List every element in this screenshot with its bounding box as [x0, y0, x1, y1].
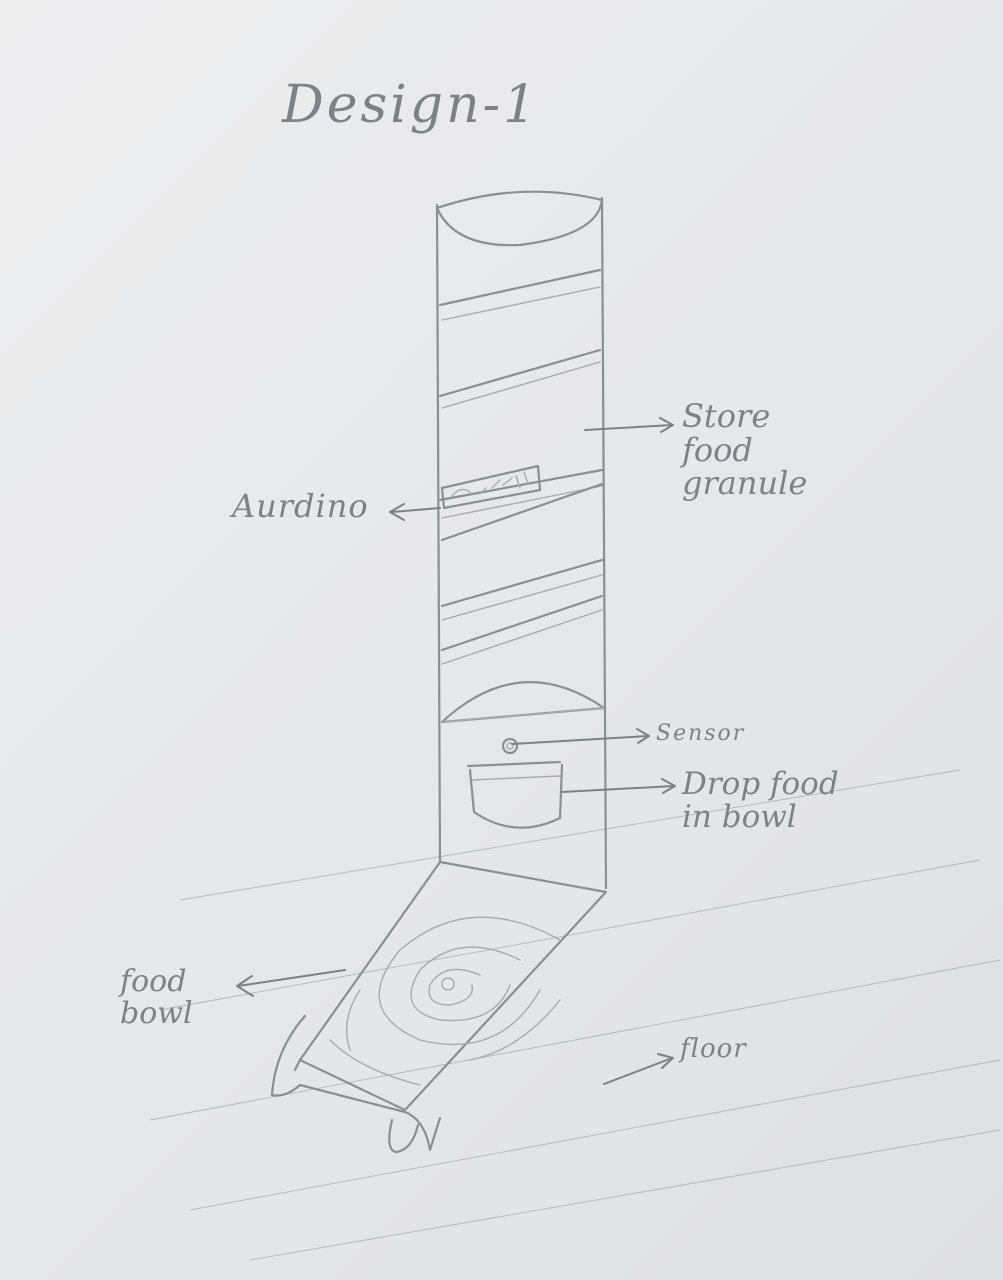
drop-food-label: Drop food in bowl: [682, 768, 839, 833]
floor-shading: [150, 770, 1000, 1260]
page-title: Design-1: [282, 78, 539, 133]
sensor-icon: [503, 739, 517, 753]
drop-cup: [468, 762, 562, 828]
food-bowl-label: food bowl: [120, 966, 193, 1029]
store-food-granule-label: Store food granule: [682, 400, 807, 501]
spiral-shelves: [440, 270, 602, 664]
sensor-label: Sensor: [656, 722, 745, 745]
dispenser-dome: [442, 682, 604, 722]
arduino-label: Aurdino: [232, 490, 369, 524]
storage-tube: [437, 192, 606, 888]
floor-label: floor: [680, 1036, 747, 1063]
food-bowl-base: [272, 862, 606, 1152]
